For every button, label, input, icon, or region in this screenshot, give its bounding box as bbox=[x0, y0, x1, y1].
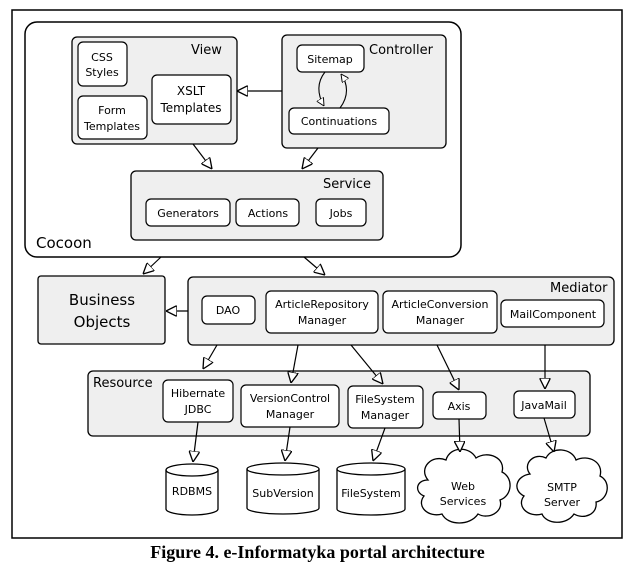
business-objects-box: Business Objects bbox=[37, 275, 166, 345]
filesystem-manager-box: FileSystem Manager bbox=[347, 385, 424, 429]
hibernate-jdbc-box: Hibernate JDBC bbox=[162, 379, 234, 423]
web-services-line-1: Web bbox=[451, 480, 475, 493]
web-services-cloud: Web Services bbox=[417, 448, 511, 524]
mail-component-label: MailComponent bbox=[510, 308, 597, 321]
form-templates-line-2: Templates bbox=[83, 120, 140, 133]
mediator-to-version-control-arrow bbox=[291, 344, 299, 383]
version-control-line-1: VersionControl bbox=[250, 392, 330, 405]
continuations-to-sitemap-arrow bbox=[339, 74, 347, 109]
rdbms-label: RDBMS bbox=[172, 485, 212, 498]
xslt-templates-line-1: XSLT bbox=[177, 84, 206, 98]
mediator-to-filesystem-manager-arrow bbox=[350, 344, 383, 384]
continuations-box: Continuations bbox=[288, 107, 390, 135]
css-styles-line-1: CSS bbox=[91, 51, 113, 64]
jobs-box: Jobs bbox=[315, 198, 367, 227]
dao-label: DAO bbox=[216, 304, 241, 317]
mail-component-box: MailComponent bbox=[500, 299, 605, 328]
filesystem-manager-line-1: FileSystem bbox=[355, 393, 414, 406]
view-label: View bbox=[191, 43, 222, 58]
filesystem-manager-to-filesystem-arrow bbox=[373, 427, 386, 461]
mediator-to-axis-arrow bbox=[436, 344, 459, 390]
controller-to-service-arrow bbox=[302, 147, 319, 169]
actions-box: Actions bbox=[235, 198, 300, 227]
axis-to-web-services-arrow bbox=[459, 418, 460, 452]
figure-caption: Figure 4. e-Informatyka portal architect… bbox=[150, 542, 485, 562]
sitemap-label: Sitemap bbox=[307, 53, 353, 66]
jobs-label: Jobs bbox=[329, 207, 353, 220]
filesystem-label: FileSystem bbox=[341, 487, 400, 500]
sitemap-to-continuations-arrow bbox=[319, 71, 326, 106]
article-repository-line-1: ArticleRepository bbox=[275, 298, 369, 311]
subversion-label: SubVersion bbox=[252, 487, 313, 500]
continuations-label: Continuations bbox=[301, 115, 378, 128]
smtp-server-line-2: Server bbox=[544, 496, 581, 509]
business-objects-line-2: Objects bbox=[74, 313, 131, 331]
cocoon-to-business-objects-arrow bbox=[143, 256, 162, 274]
cocoon-to-mediator-arrow bbox=[303, 256, 325, 275]
hibernate-line-2: JDBC bbox=[184, 403, 212, 416]
service-label: Service bbox=[323, 177, 371, 192]
dao-box: DAO bbox=[201, 295, 256, 325]
business-objects-line-1: Business bbox=[69, 291, 135, 309]
css-styles-box: CSS Styles bbox=[77, 41, 128, 87]
css-styles-line-2: Styles bbox=[85, 66, 119, 79]
form-templates-line-1: Form bbox=[98, 104, 126, 117]
resource-label: Resource bbox=[93, 376, 153, 391]
hibernate-line-1: Hibernate bbox=[171, 387, 225, 400]
article-conversion-manager-box: ArticleConversion Manager bbox=[382, 290, 498, 334]
rdbms-store: RDBMS bbox=[165, 463, 219, 516]
subversion-store: SubVersion bbox=[246, 462, 320, 515]
xslt-templates-line-2: Templates bbox=[159, 101, 221, 115]
javamail-to-smtp-server-arrow bbox=[543, 417, 554, 452]
sitemap-box: Sitemap bbox=[296, 44, 365, 73]
filesystem-store: FileSystem bbox=[336, 462, 406, 516]
hibernate-to-rdbms-arrow bbox=[193, 421, 198, 462]
mediator-label: Mediator bbox=[550, 281, 608, 296]
article-conversion-line-1: ArticleConversion bbox=[392, 298, 489, 311]
mediator-to-hibernate-arrow bbox=[203, 344, 218, 369]
filesystem-manager-line-2: Manager bbox=[361, 409, 410, 422]
version-control-to-subversion-arrow bbox=[285, 426, 290, 461]
article-repository-manager-box: ArticleRepository Manager bbox=[265, 290, 379, 334]
smtp-server-cloud: SMTP Server bbox=[516, 449, 608, 523]
controller-label: Controller bbox=[369, 43, 434, 58]
web-services-line-2: Services bbox=[440, 495, 487, 508]
view-to-service-arrow bbox=[192, 143, 212, 169]
smtp-server-line-1: SMTP bbox=[547, 481, 577, 494]
cocoon-label: Cocoon bbox=[36, 234, 92, 252]
article-conversion-line-2: Manager bbox=[416, 314, 465, 327]
axis-box: Axis bbox=[432, 391, 487, 420]
generators-box: Generators bbox=[145, 198, 231, 227]
version-control-manager-box: VersionControl Manager bbox=[240, 384, 340, 428]
xslt-templates-box: XSLT Templates bbox=[151, 74, 232, 125]
javamail-box: JavaMail bbox=[513, 390, 576, 419]
form-templates-box: Form Templates bbox=[77, 95, 148, 140]
javamail-label: JavaMail bbox=[520, 399, 567, 412]
version-control-line-2: Manager bbox=[266, 408, 315, 421]
actions-label: Actions bbox=[248, 207, 288, 220]
generators-label: Generators bbox=[157, 207, 219, 220]
axis-label: Axis bbox=[448, 400, 471, 413]
article-repository-line-2: Manager bbox=[298, 314, 347, 327]
